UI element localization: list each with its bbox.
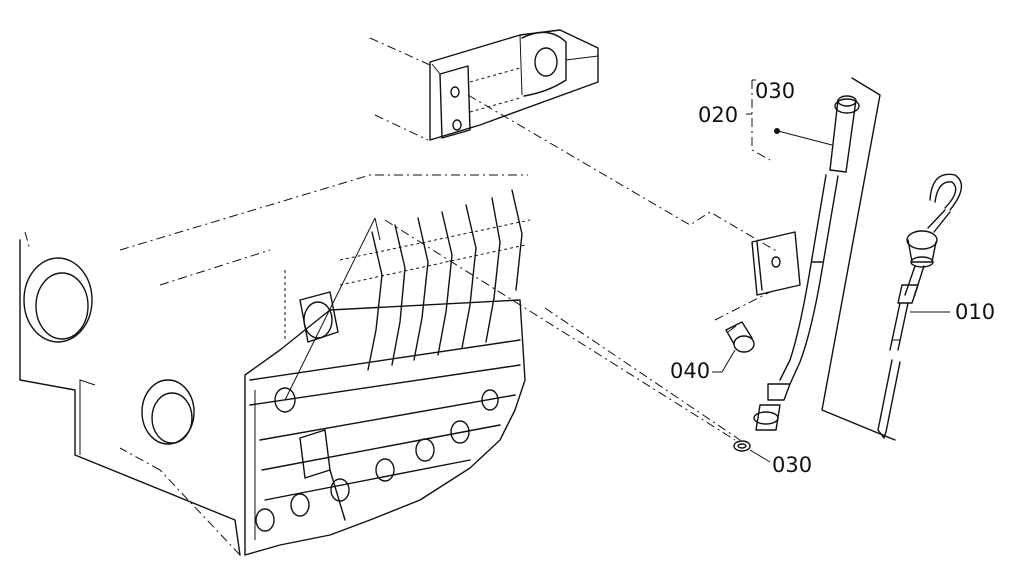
o-ring-bottom (733, 440, 771, 463)
cylinder-head-fragment (369, 29, 599, 141)
dipstick (877, 173, 963, 439)
callout-040: 040 (670, 359, 710, 383)
bolt (721, 321, 755, 373)
callout-030-top: 030 (755, 79, 795, 103)
callout-010: 010 (955, 300, 995, 324)
callout-030-bottom: 030 (772, 453, 812, 477)
engine-block (19, 174, 531, 556)
callouts: 030 020 010 040 030 (670, 79, 995, 477)
callout-020: 020 (698, 103, 738, 127)
assembly-centerlines (119, 94, 779, 556)
guide-tube (751, 77, 896, 441)
